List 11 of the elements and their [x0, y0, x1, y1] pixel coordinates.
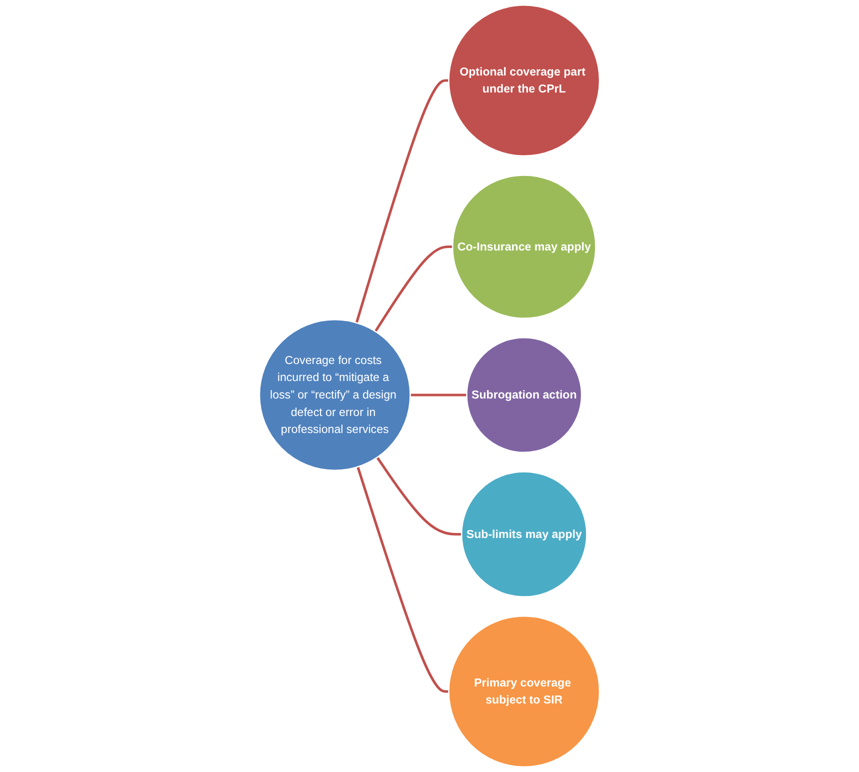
connector: [376, 456, 462, 536]
connector: [356, 466, 449, 693]
node-circle: Sub-limits may apply: [460, 471, 588, 598]
node-circle: Coverage for costs incurred to “mitigate a loss” or “rectify” a design defect or error in professional services: [258, 318, 411, 472]
connector: [410, 394, 467, 396]
node-circle: Primary coverage subject to SIR: [448, 615, 600, 768]
node-circle: Subrogation action: [466, 336, 582, 454]
node-circle: Optional coverage part under the CPrL: [448, 4, 600, 157]
node-circle: Co-Insurance may apply: [452, 174, 596, 319]
connector: [374, 245, 453, 332]
connector: [355, 79, 449, 324]
